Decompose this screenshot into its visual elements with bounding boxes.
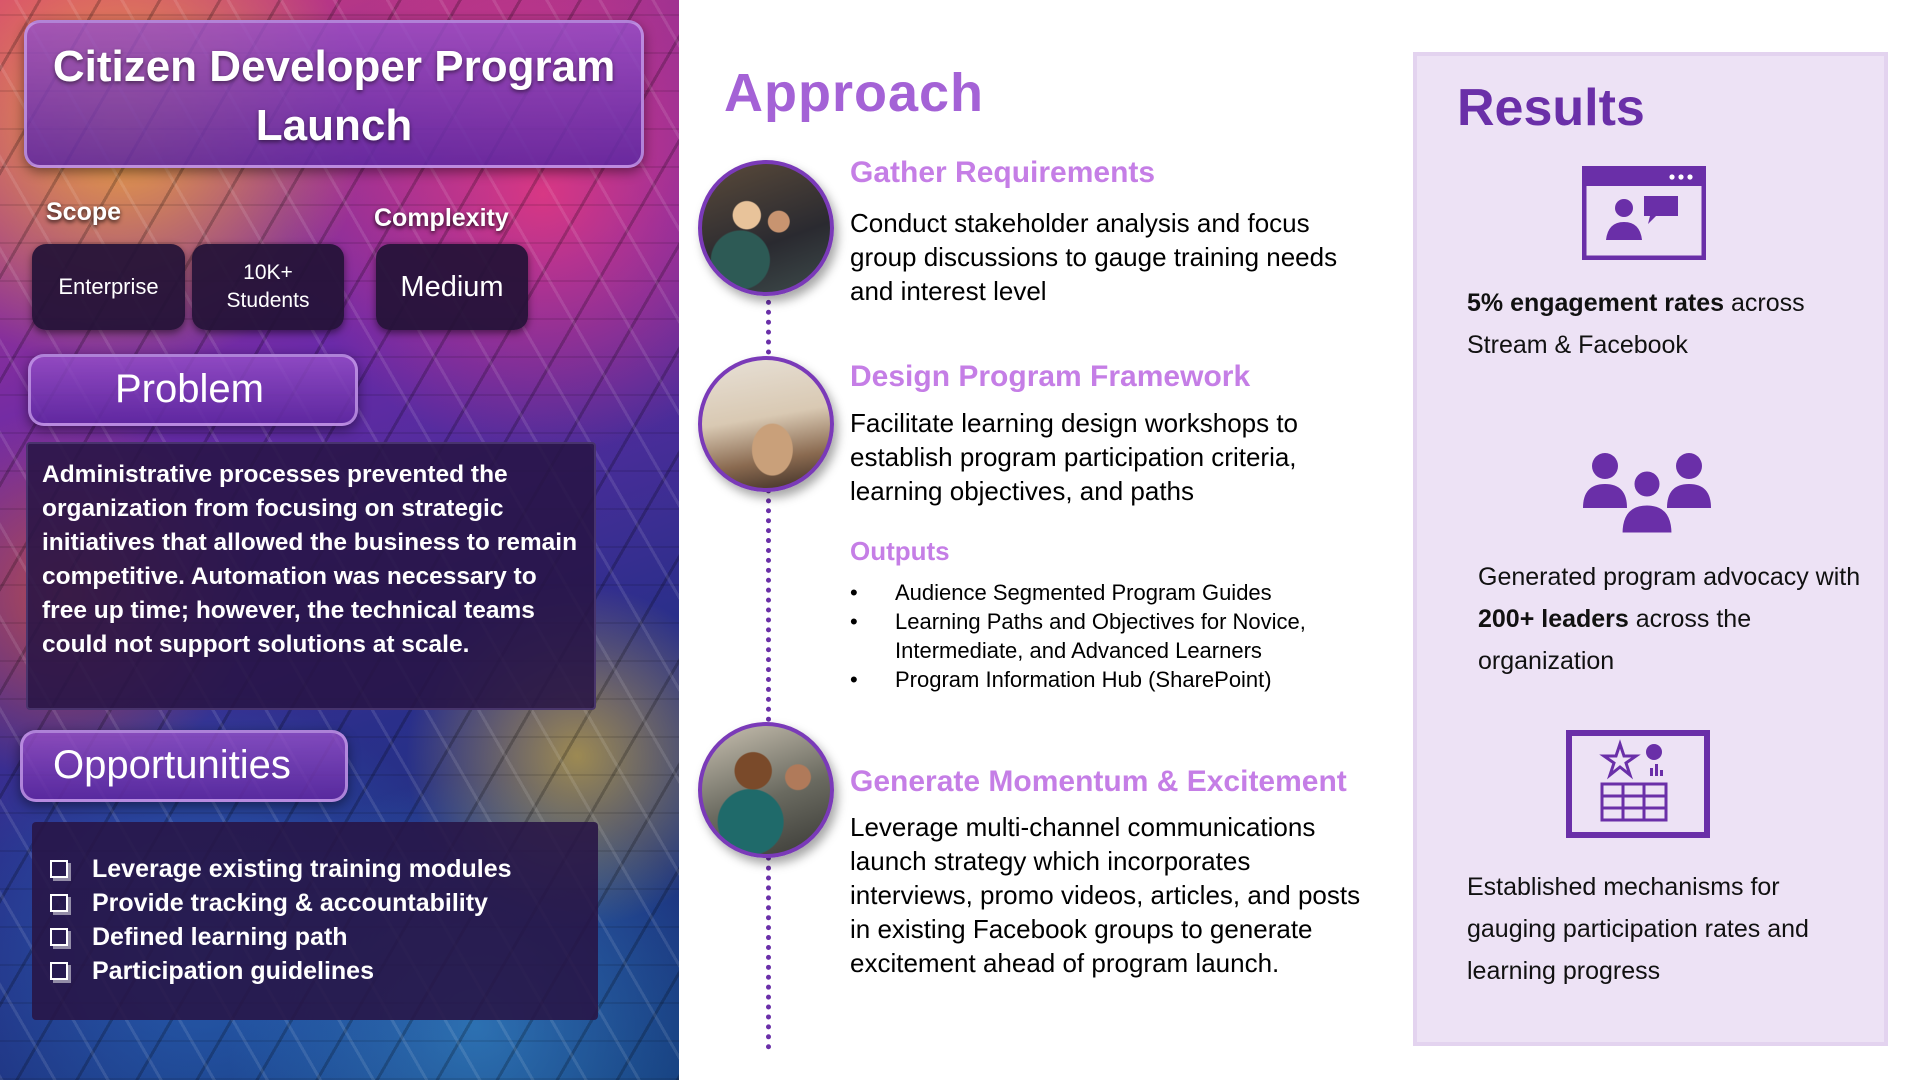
result-1-text: 5% engagement rates across Stream & Face…	[1467, 282, 1867, 366]
scope-label: Scope	[46, 198, 122, 226]
results-title: Results	[1457, 79, 1645, 137]
complexity-medium-chip: Medium	[376, 244, 528, 330]
step-1-title: Gather Requirements	[850, 156, 1156, 189]
students-chip-label: 10K+ Students	[226, 261, 310, 312]
checkbox-icon	[50, 928, 68, 946]
video-presentation-icon	[1582, 166, 1706, 260]
opportunities-list: Leverage existing training modules Provi…	[50, 852, 512, 988]
step-3-text: Leverage multi-channel communications la…	[850, 812, 1361, 978]
step-2-text: Facilitate learning design workshops to …	[850, 408, 1299, 506]
list-item: Defined learning path	[50, 920, 512, 954]
result-2-bold: 200+ leaders	[1478, 605, 1629, 633]
opportunity-text: Participation guidelines	[92, 956, 374, 985]
outputs-list: Audience Segmented Program Guides Learni…	[850, 578, 1350, 694]
result-2-before: Generated program advocacy with	[1478, 563, 1861, 591]
opportunities-title: Opportunities	[53, 743, 291, 787]
problem-panel: Administrative processes prevented the o…	[26, 442, 596, 710]
list-item: Audience Segmented Program Guides	[850, 578, 1350, 607]
left-panel: Citizen Developer Program Launch Scope C…	[0, 0, 679, 1080]
opportunities-panel: Leverage existing training modules Provi…	[32, 822, 598, 1020]
problem-title: Problem	[115, 367, 264, 411]
list-item: Leverage existing training modules	[50, 852, 512, 886]
people-group-icon	[1583, 453, 1711, 534]
checkbox-icon	[50, 894, 68, 912]
opportunities-header: Opportunities	[20, 730, 348, 802]
opportunity-text: Defined learning path	[92, 922, 348, 951]
list-item: Provide tracking & accountability	[50, 886, 512, 920]
complexity-label: Complexity	[374, 204, 509, 232]
step-3-photo	[698, 722, 834, 858]
list-item: Participation guidelines	[50, 954, 512, 988]
step-3-title: Generate Momentum & Excitement	[850, 765, 1347, 798]
title-box: Citizen Developer Program Launch	[24, 20, 644, 168]
list-item: Learning Paths and Objectives for Novice…	[850, 607, 1350, 665]
result-3-text: Established mechanisms for gauging parti…	[1467, 873, 1809, 985]
step-1-text: Conduct stakeholder analysis and focus g…	[850, 208, 1338, 306]
step-2-photo	[698, 356, 834, 492]
result-1-rest: across Stream & Facebook	[1467, 289, 1805, 359]
problem-text: Administrative processes prevented the o…	[42, 461, 578, 658]
outputs-title: Outputs	[850, 536, 950, 566]
scope-students-chip: 10K+ Students	[192, 244, 344, 330]
checkbox-icon	[50, 860, 68, 878]
result-1-bold: 5% engagement rates	[1467, 289, 1725, 317]
dashboard-report-icon	[1566, 730, 1710, 838]
approach-title: Approach	[724, 63, 985, 123]
problem-header: Problem	[28, 354, 358, 426]
opportunity-text: Provide tracking & accountability	[92, 888, 488, 917]
opportunity-text: Leverage existing training modules	[92, 854, 512, 883]
step-1-photo	[698, 160, 834, 296]
checkbox-icon	[50, 962, 68, 980]
timeline-dotted-line	[766, 280, 771, 1050]
result-2-text: Generated program advocacy with 200+ lea…	[1478, 556, 1878, 682]
step-2-title: Design Program Framework	[850, 360, 1251, 393]
list-item: Program Information Hub (SharePoint)	[850, 665, 1350, 694]
page-title: Citizen Developer Program Launch	[52, 42, 616, 150]
result-2-after: across the organization	[1478, 605, 1752, 675]
scope-enterprise-chip: Enterprise	[32, 244, 185, 330]
results-panel: Results 5% engagement rates across Strea…	[1413, 52, 1888, 1046]
